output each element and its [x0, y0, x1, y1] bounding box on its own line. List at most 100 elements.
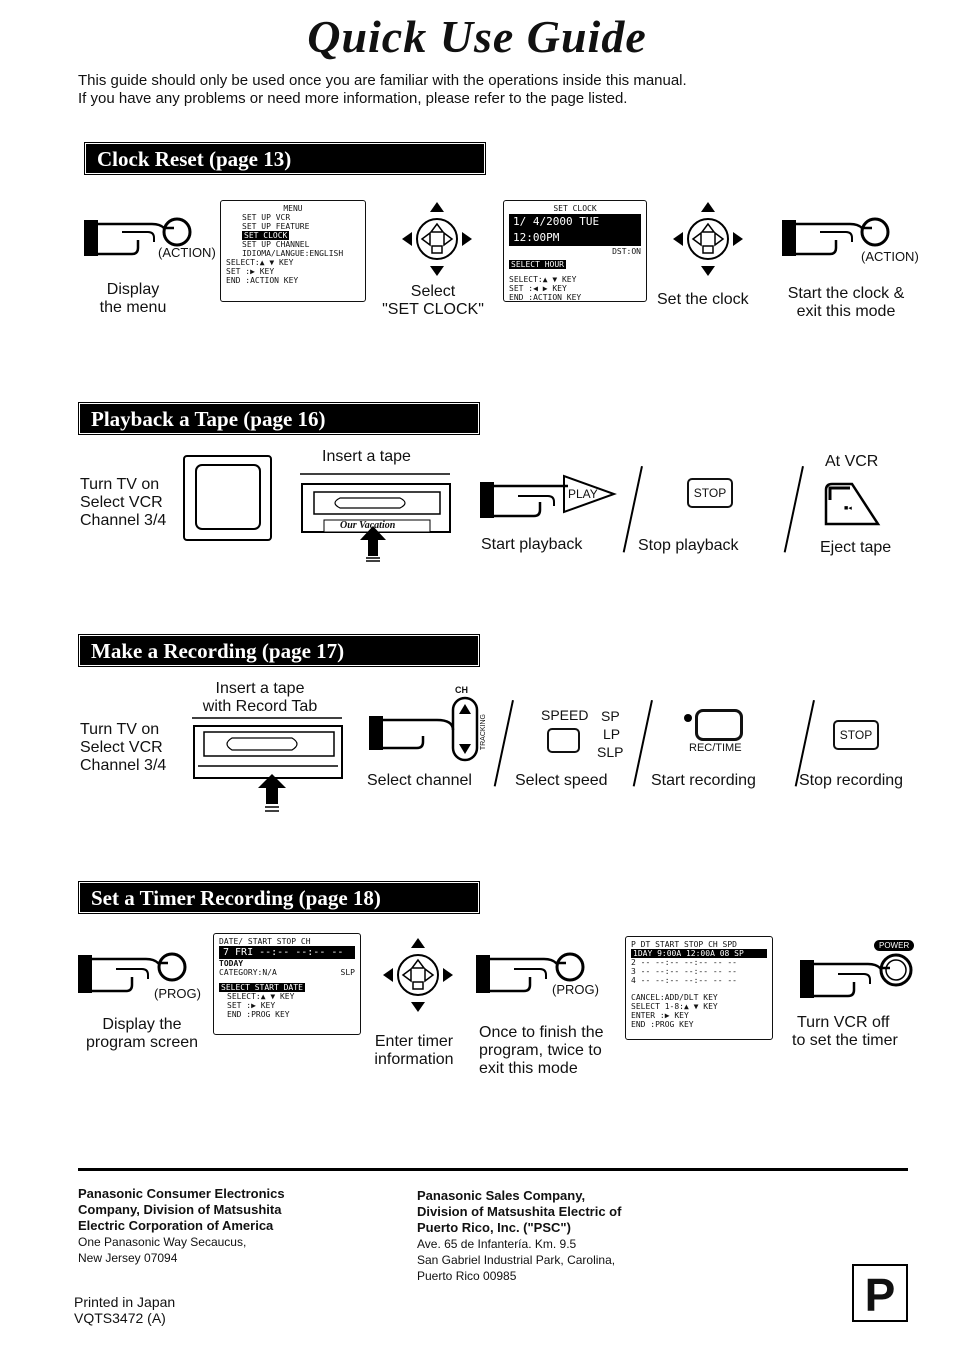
tv-line1: Turn TV on: [80, 721, 160, 738]
at-vcr-label: At VCR: [825, 453, 879, 470]
footer-right-company: Division of Matsushita Electric of: [417, 1204, 622, 1219]
tv-line3: Channel 3/4: [80, 757, 167, 774]
clock-step-2-line1: Select: [410, 283, 456, 300]
divider: [632, 700, 653, 787]
select-channel-label: Select channel: [367, 772, 472, 789]
program-today: TODAY: [219, 959, 244, 968]
ch-label: CH: [455, 685, 468, 695]
timer-list-help: END :PROG KEY: [631, 1020, 694, 1029]
timer-list-head: P DT START STOP CH SPD: [631, 940, 737, 949]
speed-label: SPEED: [541, 707, 589, 723]
timer-list-help: ENTER :▶ KEY: [631, 1011, 689, 1020]
tracking-label: TRACKING: [480, 714, 487, 751]
menu-item: SET UP FEATURE: [242, 222, 310, 231]
program-screen-head: DATE/ START STOP CH: [219, 937, 311, 946]
select-start-date: SELECT START DATE: [219, 983, 305, 992]
finish-line2: program, twice to: [479, 1042, 602, 1059]
timer-list-screen: P DT START STOP CH SPD 1DAY 9:00A 12:00A…: [625, 936, 773, 1040]
footer-left-company: Electric Corporation of America: [78, 1218, 274, 1233]
clock-help: SELECT:▲ ▼ KEY: [509, 275, 577, 284]
speed-button[interactable]: [547, 728, 580, 753]
timer-list-row: 2 -- --:-- --:-- -- --: [631, 958, 737, 967]
timer-header: Set a Timer Recording (page 18): [78, 881, 480, 914]
record-tv-instructions: Turn TV on Select VCR Channel 3/4: [80, 721, 166, 775]
program-category: CATEGORY:N/A: [219, 968, 277, 977]
rec-button[interactable]: [695, 709, 743, 741]
print-info: Printed in Japan VQTS3472 (A): [74, 1294, 175, 1326]
vcr-tape-slot-icon: [192, 717, 343, 812]
channel-button-press-icon[interactable]: [367, 696, 497, 762]
finish-line1: Once to finish the: [479, 1024, 604, 1041]
footer-right-company: Panasonic Sales Company,: [417, 1188, 586, 1203]
footer-right-street: Ave. 65 de Infantería. Km. 9.5: [417, 1237, 577, 1251]
clock-step-2: Select "SET CLOCK": [370, 283, 496, 319]
eject-button-icon[interactable]: ■◂: [822, 480, 882, 526]
enter-line1: Enter timer: [374, 1033, 454, 1050]
footer-left-address: Panasonic Consumer Electronics Company, …: [78, 1186, 285, 1266]
timer-list-row: 3 -- --:-- --:-- -- --: [631, 967, 737, 976]
speed-sp: SP: [601, 708, 620, 724]
clock-reset-header: Clock Reset (page 13): [84, 142, 486, 175]
footer-rule: [78, 1168, 908, 1171]
stop-playback-label: Stop playback: [638, 537, 739, 554]
select-hour: SELECT HOUR: [509, 260, 566, 269]
menu-screen: MENU SET UP VCR SET UP FEATURE SET CLOCK…: [220, 200, 366, 302]
footer-right-company: Puerto Rico, Inc. ("PSC"): [417, 1220, 571, 1235]
tv-line3: Channel 3/4: [80, 512, 167, 529]
clock-step-3: Set the clock: [657, 291, 749, 308]
playback-header: Playback a Tape (page 16): [78, 402, 480, 435]
clock-step-4-line1: Start the clock &: [787, 285, 905, 302]
select-speed-label: Select speed: [515, 772, 608, 789]
record-insert-line2: with Record Tab: [202, 698, 318, 715]
timer-list-row: 4 -- --:-- --:-- -- --: [631, 976, 737, 985]
menu-title: MENU: [283, 204, 303, 213]
footer-right-address: Panasonic Sales Company, Division of Mat…: [417, 1188, 621, 1284]
clock-help: END :ACTION KEY: [509, 293, 582, 302]
program-help: SET :▶ KEY: [227, 1001, 276, 1010]
action-label-2: (ACTION): [861, 249, 919, 264]
stop-button[interactable]: STOP: [833, 720, 879, 750]
off-line1: Turn VCR off: [797, 1014, 890, 1031]
intro-line-2: If you have any problems or need more in…: [78, 90, 628, 107]
menu-item: SET UP CHANNEL: [242, 240, 310, 249]
program-screen: DATE/ START STOP CH 7 FRI --:-- --:-- --…: [213, 933, 361, 1035]
clock-step-1-line1: Display: [106, 281, 160, 298]
timer-list-row-1: 1DAY 9:00A 12:00A 08 SP: [631, 949, 767, 958]
tv-icon: [183, 455, 272, 541]
hand-press-icon: [78, 952, 187, 993]
enter-timer-label: Enter timer information: [368, 1033, 460, 1069]
program-help: SELECT:▲ ▼ KEY: [227, 992, 295, 1001]
printed-in: Printed in Japan: [74, 1294, 176, 1310]
footer-right-city: Puerto Rico 00985: [417, 1269, 517, 1283]
stop-button[interactable]: STOP: [687, 478, 733, 508]
start-recording-label: Start recording: [651, 772, 756, 789]
menu-item-selected: SET CLOCK: [242, 231, 290, 240]
power-label: POWER: [874, 940, 915, 951]
eject-tape-label: Eject tape: [820, 539, 892, 556]
play-label: PLAY: [568, 487, 598, 501]
clock-step-1-line2: the menu: [99, 299, 167, 316]
program-screen-row: 7 FRI --:-- --:-- --: [219, 946, 355, 959]
record-insert-label: Insert a tape with Record Tab: [190, 680, 330, 716]
prog-label-1: (PROG): [154, 986, 201, 1001]
footer-right-park: San Gabriel Industrial Park, Carolina,: [417, 1253, 616, 1267]
rectime-label: REC/TIME: [689, 742, 742, 754]
action-label-1: (ACTION): [158, 245, 216, 260]
off-line2: to set the timer: [792, 1032, 898, 1049]
dst-status: DST:ON: [612, 247, 641, 256]
joystick-icon: [383, 938, 453, 1012]
divider: [783, 466, 804, 553]
menu-item: IDIOMA/LANGUE:ENGLISH: [242, 249, 344, 258]
speed-slp: SLP: [597, 744, 624, 760]
power-button-press-icon[interactable]: [798, 950, 918, 1002]
intro-line-1: This guide should only be used once you …: [78, 72, 687, 89]
display-line2: program screen: [85, 1034, 199, 1051]
timer-list-help: CANCEL:ADD/DLT KEY: [631, 993, 718, 1002]
timer-list-help: SELECT 1-8:▲ ▼ KEY: [631, 1002, 718, 1011]
playback-insert-label: Insert a tape: [322, 448, 411, 465]
tv-line2: Select VCR: [80, 739, 163, 756]
footer-left-company: Panasonic Consumer Electronics: [78, 1186, 285, 1201]
clock-step-2-line2: "SET CLOCK": [382, 301, 484, 318]
hand-press-icon: [476, 952, 585, 993]
tv-line2: Select VCR: [80, 494, 163, 511]
